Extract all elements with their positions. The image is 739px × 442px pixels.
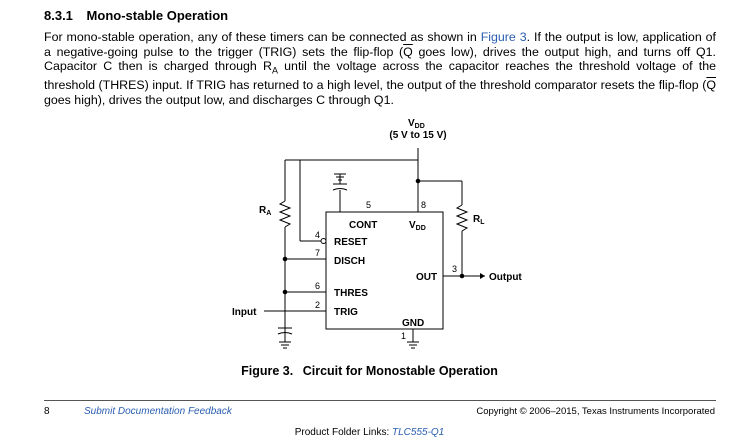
pin-trig: TRIG (334, 307, 358, 318)
pin-number-2: 2 (315, 300, 320, 310)
ra-label-sub: A (266, 210, 271, 217)
pin-vdd: V (409, 220, 416, 231)
vdd-range: (5 V to 15 V) (389, 130, 446, 141)
footer-divider (44, 400, 716, 401)
q-bar-2: Q (706, 78, 716, 93)
figure-title: Circuit for Monostable Operation (302, 364, 498, 378)
pin-number-7: 7 (315, 248, 320, 258)
pin-out: OUT (416, 272, 437, 283)
ra-label: R (259, 205, 267, 216)
pin-number-6: 6 (315, 281, 320, 291)
pin-number-4: 4 (315, 230, 320, 240)
para-text-5: goes high), drives the output low, and d… (44, 92, 394, 107)
pin-reset: RESET (334, 237, 367, 248)
pin-gnd: GND (402, 318, 424, 329)
pin-number-5: 5 (366, 200, 371, 210)
page-number: 8 (44, 406, 50, 417)
resistor-rl (455, 204, 469, 232)
pin-number-8: 8 (421, 200, 426, 210)
ground-icon (407, 341, 419, 349)
copyright-notice: Copyright © 2006–2015, Texas Instruments… (476, 406, 715, 417)
svg-text:RL: RL (473, 214, 485, 226)
section-title: Mono-stable Operation (86, 8, 229, 23)
svg-text:VDD: VDD (409, 220, 426, 232)
figure-3-link[interactable]: Figure 3 (480, 30, 527, 44)
rl-label: R (473, 214, 481, 225)
cont-capacitor (332, 173, 348, 191)
para-text-3: goes low), drives the output high, and t… (44, 44, 716, 74)
q-bar-1: Q (403, 44, 413, 59)
body-paragraph: For mono-stable operation, any of these … (44, 30, 716, 107)
timer-ic-body (325, 211, 444, 330)
section-heading: 8.3.1 Mono-stable Operation (44, 8, 228, 23)
submit-feedback-link[interactable]: Submit Documentation Feedback (84, 406, 232, 417)
timing-capacitor (277, 327, 293, 349)
pin-number-1: 1 (401, 331, 406, 341)
product-link[interactable]: TLC555-Q1 (392, 427, 445, 438)
product-links-prefix: Product Folder Links: (294, 427, 392, 438)
resistor-ra (278, 200, 292, 228)
svg-text:VDD: VDD (408, 118, 425, 130)
para-text-2: . If the output is low, application of a… (44, 30, 716, 59)
para-text-1: For mono-stable operation, any of these … (44, 30, 481, 44)
section-number: 8.3.1 (44, 8, 73, 23)
circuit-diagram: VDD (5 V to 15 V) RA RL Input Output CON… (232, 118, 522, 349)
circuit-figure: VDD (5 V to 15 V) RA RL Input Output CON… (0, 112, 739, 372)
ra-subscript: A (271, 65, 278, 76)
output-arrow-icon (480, 273, 485, 279)
pin-number-3: 3 (452, 264, 457, 274)
svg-text:RA: RA (259, 205, 271, 217)
pin-thres: THRES (334, 288, 368, 299)
para-text-4: until the voltage across the capacitor r… (44, 59, 716, 93)
pin-cont: CONT (349, 220, 377, 231)
pin-vdd-sub: DD (416, 225, 426, 232)
pin-disch: DISCH (334, 256, 365, 267)
figure-label: Figure 3. (241, 364, 294, 378)
output-label: Output (489, 272, 522, 283)
rl-label-sub: L (480, 219, 485, 226)
input-label: Input (232, 307, 257, 318)
vdd-label: V (408, 118, 415, 129)
vdd-label-sub: DD (415, 123, 425, 130)
figure-caption: Figure 3. Circuit for Monostable Operati… (0, 364, 739, 378)
product-folder-links: Product Folder Links: TLC555-Q1 (0, 427, 739, 438)
